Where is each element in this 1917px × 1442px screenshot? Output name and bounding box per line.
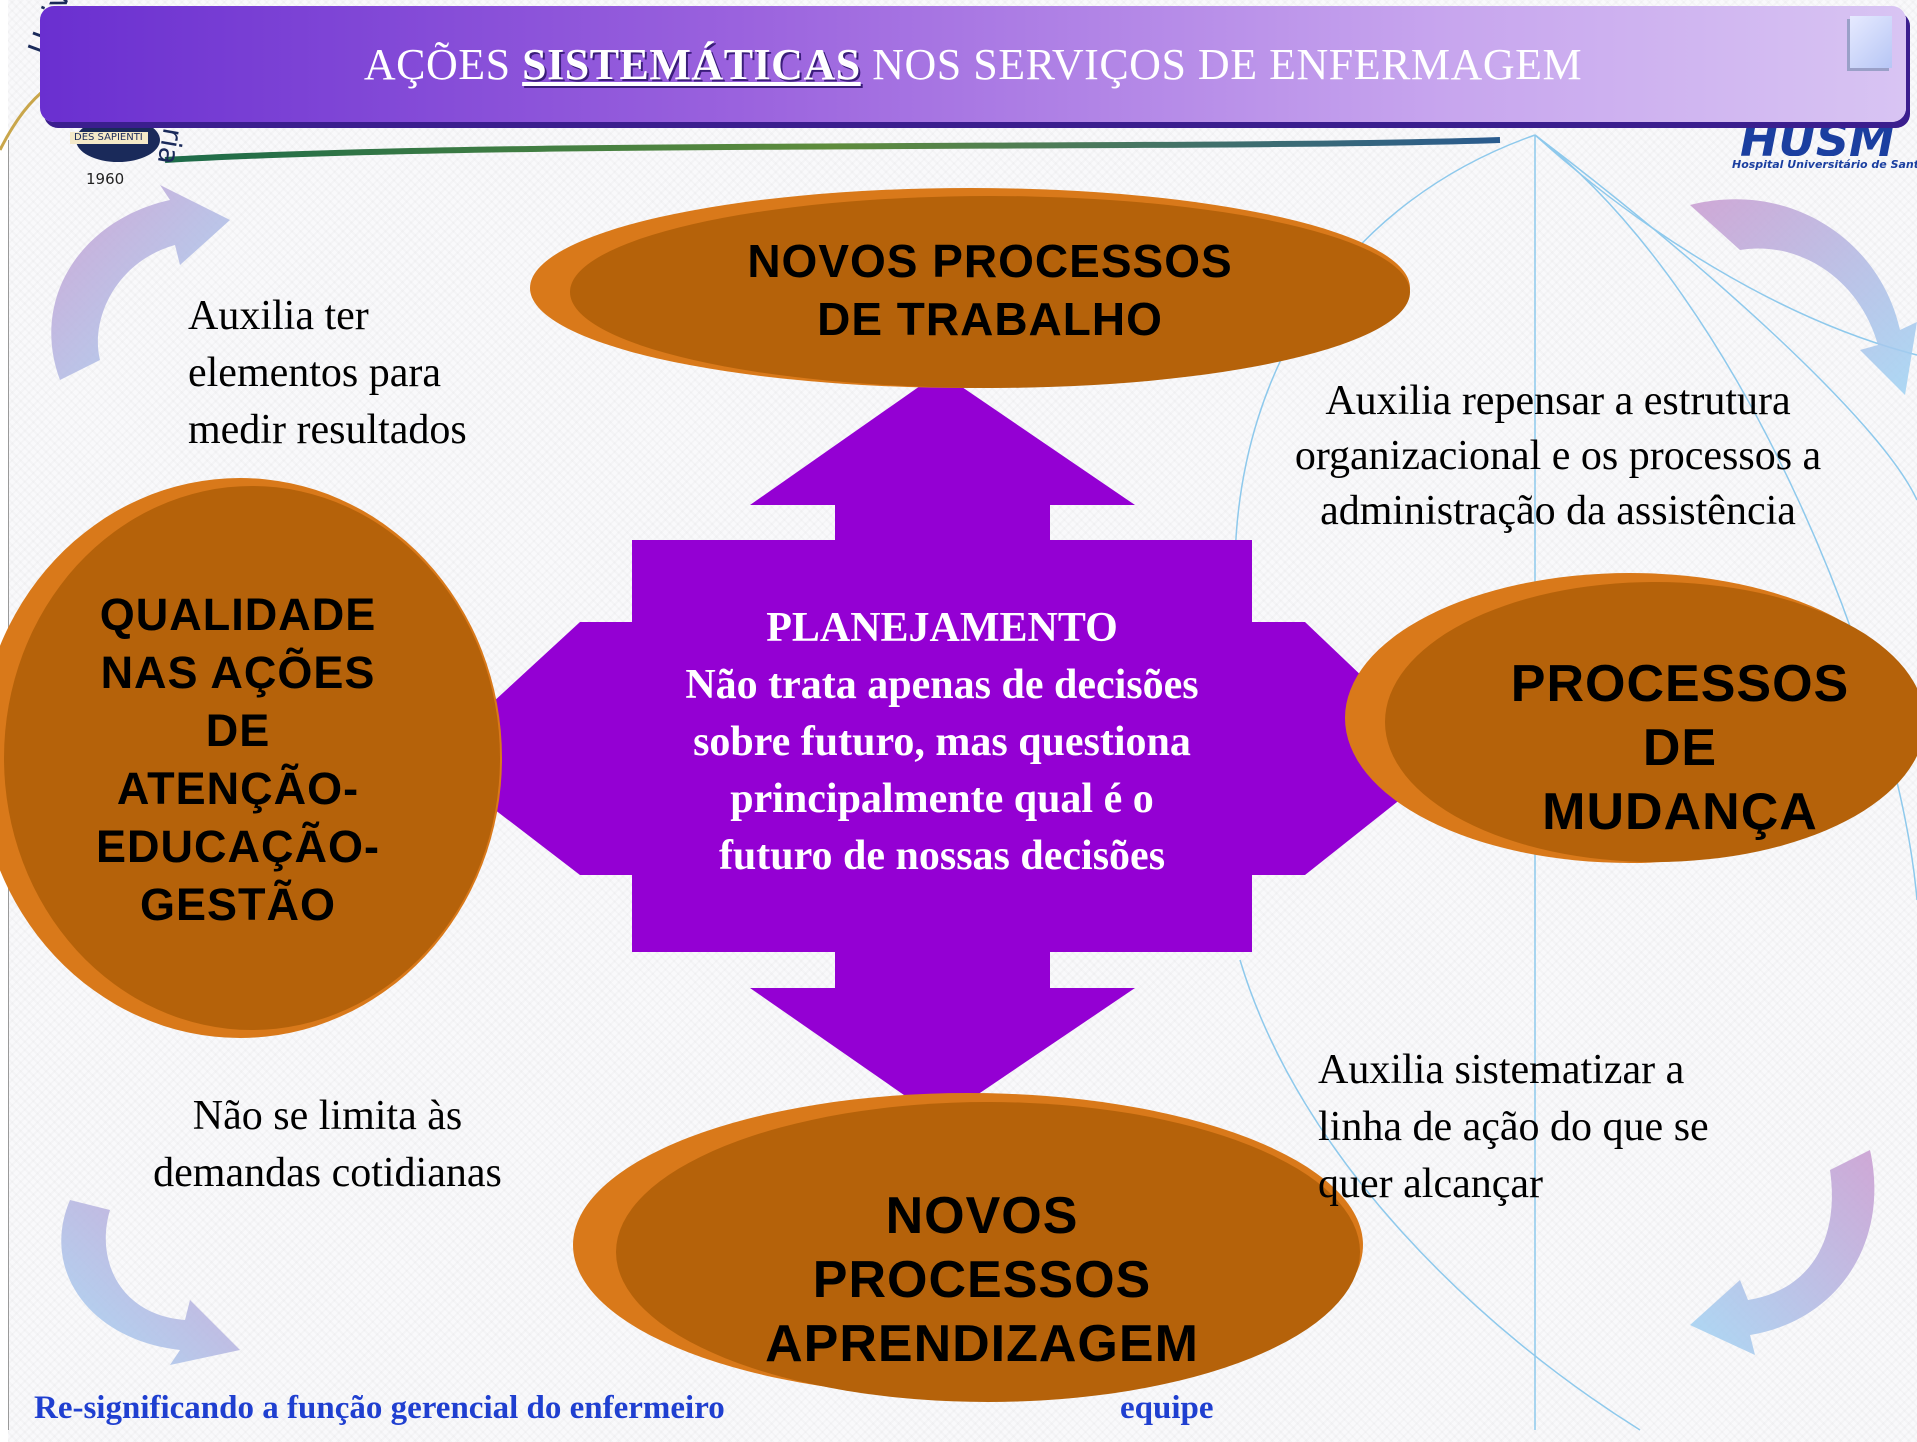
title-underline [164, 137, 1501, 163]
note-line: Auxilia ter [188, 293, 369, 339]
note-top-right: Auxilia repensar a estrutura organizacio… [1278, 374, 1838, 539]
oval-label-line: ATENÇÃO- [116, 763, 360, 814]
arc-line [1534, 134, 1917, 901]
oval-label-line: PROCESSOS [1510, 655, 1850, 713]
university-seal-text-right: ria [150, 125, 190, 168]
oval-top [530, 188, 1410, 388]
note-line: quer alcançar [1318, 1161, 1543, 1207]
note-line: organizacional e os processos a [1294, 433, 1822, 479]
hospital-subtitle: Hospital Universitário de Santa Maria [1732, 158, 1917, 171]
arc-line [1534, 134, 1917, 501]
oval-label-line: EDUCAÇÃO- [96, 821, 380, 872]
oval-label-line: NAS AÇÕES [100, 647, 376, 698]
oval-label-line: NOVOS [885, 1187, 1079, 1245]
oval-right-label: PROCESSOS DE MUDANÇA [1460, 652, 1900, 844]
oval-top-label: NOVOS PROCESSOS DE TRABALHO [690, 232, 1290, 348]
oval-label-line: GESTÃO [139, 879, 337, 930]
oval-left [0, 478, 502, 1038]
note-bottom-left: Não se limita às demandas cotidianas [120, 1088, 535, 1202]
four-way-arrow [430, 372, 1450, 1120]
footer-text-start: Re-significando a função gerencial do en… [34, 1390, 725, 1426]
note-bottom-right: Auxilia sistematizar a linha de ação do … [1318, 1042, 1709, 1213]
oval-right [1345, 573, 1917, 863]
oval-label-line: DE TRABALHO [817, 293, 1163, 345]
swirl-arrow-top-right [1690, 199, 1917, 395]
title-bar: AÇÕES SISTEMÁTICAS NOS SERVIÇOS DE ENFER… [40, 6, 1906, 122]
note-top-left: Auxilia ter elementos para medir resulta… [188, 288, 467, 459]
university-motto: DES SAPIENTI [74, 132, 143, 143]
swirl-arrow-bottom-left [61, 1200, 240, 1365]
center-line: futuro de nossas decisões [718, 833, 1166, 879]
title-text-emphasis: SISTEMÁTICAS [522, 39, 861, 89]
hospital-logo: HUSM [1740, 120, 1895, 156]
note-line: Auxilia sistematizar a [1318, 1047, 1685, 1093]
oval-bottom [573, 1093, 1363, 1402]
oval-label-line: DE [1642, 719, 1718, 777]
note-line: Não se limita às [192, 1093, 463, 1139]
title-text-start: AÇÕES [363, 39, 523, 89]
center-text: PLANEJAMENTO Não trata apenas de decisõe… [632, 600, 1252, 885]
center-heading: PLANEJAMENTO [766, 605, 1118, 651]
center-line: Não trata apenas de decisões [685, 662, 1199, 708]
arc-line [1239, 959, 1641, 1431]
title-text-end: NOS SERVIÇOS DE ENFERMAGEM [860, 39, 1583, 89]
note-line: elementos para [188, 350, 442, 396]
center-line: sobre futuro, mas questiona [693, 719, 1191, 765]
note-line: linha de ação do que se [1318, 1104, 1709, 1150]
oval-label-line: NOVOS PROCESSOS [747, 235, 1233, 287]
note-line: Auxilia repensar a estrutura [1325, 378, 1791, 424]
oval-bottom-label: NOVOS PROCESSOS APRENDIZAGEM [702, 1184, 1262, 1376]
swirl-arrow-bottom-right [1690, 1150, 1875, 1355]
oval-label-line: MUDANÇA [1542, 783, 1818, 841]
oval-label-line: DE [205, 705, 271, 756]
note-line: demandas cotidianas [153, 1150, 502, 1196]
oval-label-line: PROCESSOS [812, 1251, 1152, 1309]
university-seal [0, 78, 160, 162]
corner-square-icon [1850, 16, 1892, 68]
note-line: administração da assistência [1320, 488, 1796, 534]
footer-text-end: equipe [1120, 1390, 1214, 1426]
swirl-arrow-top-left [51, 185, 230, 380]
university-year: 1960 [86, 170, 125, 188]
oval-label-line: APRENDIZAGEM [765, 1315, 1199, 1373]
center-line: principalmente qual é o [730, 776, 1154, 822]
note-line: medir resultados [188, 407, 467, 453]
oval-label-line: QUALIDADE [99, 589, 377, 640]
decorative-arcs [1234, 134, 1917, 1431]
oval-left-label: QUALIDADE NAS AÇÕES DE ATENÇÃO- EDUCAÇÃO… [38, 586, 438, 934]
